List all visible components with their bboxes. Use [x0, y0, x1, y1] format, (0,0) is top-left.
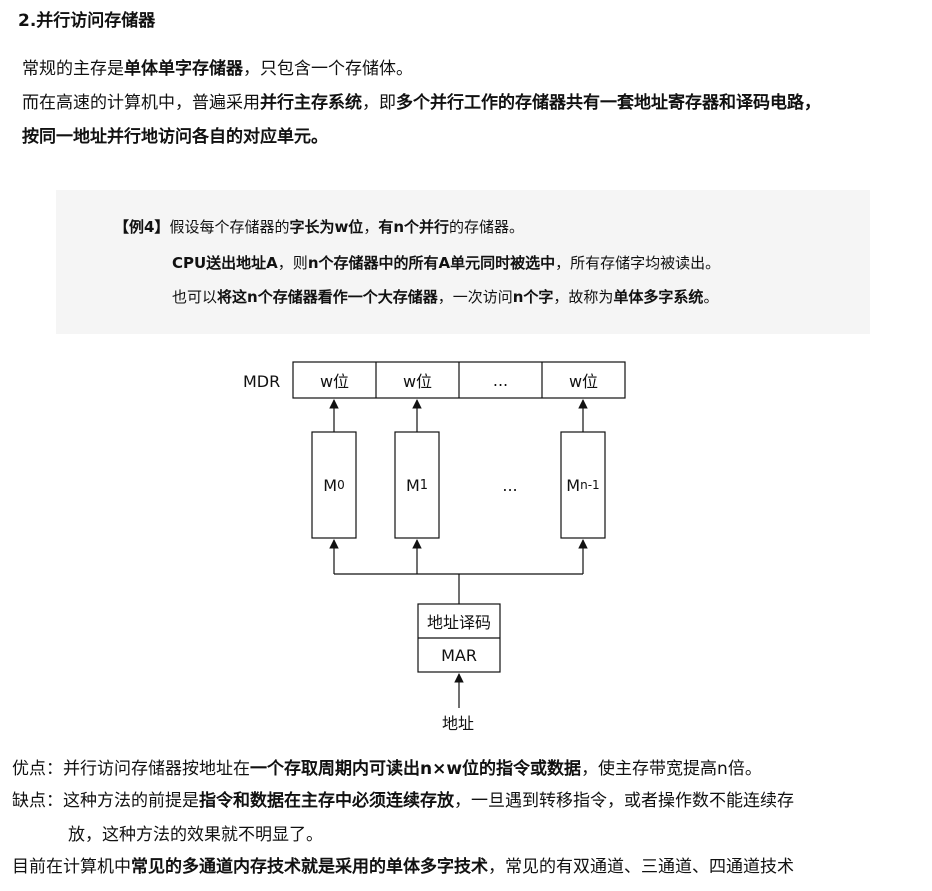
example-line-1: 【例4】假设每个存储器的字长为w位，有n个并行的存储器。	[114, 218, 525, 236]
mdr-cell-ellipsis: ...	[492, 370, 509, 390]
mdr-cell-0: w位	[319, 372, 350, 391]
module-ellipsis: ...	[502, 475, 518, 495]
section-heading: 2.并行访问存储器	[18, 11, 156, 31]
example-line-3: 也可以将这n个存储器看作一个大存储器，一次访问n个字，故称为单体多字系统。	[172, 288, 719, 306]
example-line-2: CPU送出地址A，则n个存储器中的所有A单元同时被选中，所有存储字均被读出。	[172, 254, 721, 272]
advantage-line: 优点：并行访问存储器按地址在一个存取周期内可读出n×w位的指令或数据，使主存带宽…	[12, 759, 762, 779]
disadvantage-line-2: 放，这种方法的效果就不明显了。	[68, 825, 323, 845]
diagram-lines	[292, 361, 626, 708]
closing-line: 目前在计算机中常见的多通道内存技术就是采用的单体多字技术，常见的有双通道、三通道…	[12, 857, 794, 877]
intro-line-3: 按同一地址并行地访问各自的对应单元。	[22, 127, 328, 147]
intro-line-1: 常规的主存是单体单字存储器，只包含一个存储体。	[22, 59, 413, 79]
mdr-cell-n-1: w位	[568, 372, 599, 391]
address-label: 地址	[442, 714, 475, 733]
example-box: 【例4】假设每个存储器的字长为w位，有n个并行的存储器。 CPU送出地址A，则n…	[56, 190, 870, 334]
address-decoder: 地址译码	[426, 613, 491, 632]
mdr-cell-1: w位	[402, 372, 433, 391]
module-box-1	[394, 431, 440, 539]
disadvantage-line-1: 缺点：这种方法的前提是指令和数据在主存中必须连续存放，一旦遇到转移指令，或者操作…	[12, 791, 794, 811]
mdr-label: MDR	[243, 372, 281, 391]
module-box-n-1	[560, 431, 606, 539]
mar-register: MAR	[441, 645, 477, 665]
intro-line-2: 而在高速的计算机中，普遍采用并行主存系统，即多个并行工作的存储器共有一套地址寄存…	[22, 93, 821, 113]
